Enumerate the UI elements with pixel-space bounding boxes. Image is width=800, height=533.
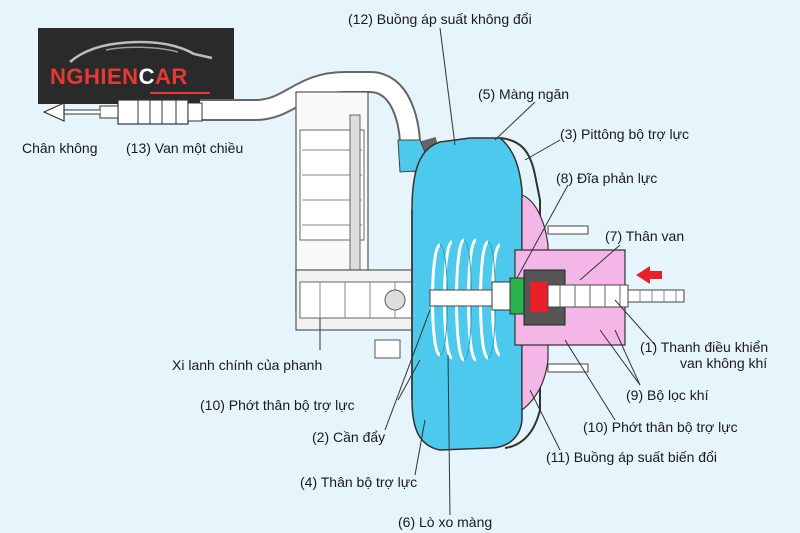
label-booster-body: (4) Thân bộ trợ lực xyxy=(300,474,417,490)
label-diaphragm-spring: (6) Lò xo màng xyxy=(398,514,492,530)
label-diaphragm: (5) Màng ngăn xyxy=(478,86,569,102)
label-reaction-disc: (8) Đĩa phản lực xyxy=(556,170,657,186)
label-vacuum: Chân không xyxy=(22,140,98,156)
label-master-cylinder: Xi lanh chính của phanh xyxy=(172,357,322,373)
label-push-rod: (2) Cần đẩy xyxy=(312,429,385,445)
label-operating-rod-2: van không khí xyxy=(680,355,767,371)
leader-lines xyxy=(319,27,656,516)
logo-text: NGHIENCAR xyxy=(50,64,188,89)
label-operating-rod: (1) Thanh điều khiển xyxy=(640,339,768,355)
valve-body xyxy=(491,269,685,326)
car-logo-icon xyxy=(69,40,213,63)
logo-underline xyxy=(150,92,210,94)
label-booster-seal-right: (10) Phớt thân bộ trợ lực xyxy=(583,419,738,435)
diaphragm-spring xyxy=(431,238,502,362)
air-inlet-arrow xyxy=(636,266,662,284)
label-booster-seal-left: (10) Phớt thân bộ trợ lực xyxy=(200,397,355,413)
label-booster-piston: (3) Pittông bộ trợ lực xyxy=(560,126,689,142)
label-constant-pressure-chamber: (12) Buồng áp suất không đổi xyxy=(348,11,532,27)
booster-body xyxy=(411,137,541,451)
variable-pressure-chamber xyxy=(514,194,626,412)
label-check-valve: (13) Van một chiều xyxy=(126,140,243,156)
logo: NGHIENCAR xyxy=(38,28,234,104)
vacuum-arrow xyxy=(42,102,100,122)
push-rod xyxy=(429,289,513,307)
mounting-studs xyxy=(547,225,589,373)
label-variable-pressure-chamber: (11) Buồng áp suất biến đổi xyxy=(546,449,717,465)
label-valve-body: (7) Thân van xyxy=(605,228,684,244)
master-cylinder xyxy=(295,91,447,359)
label-air-filter: (9) Bộ lọc khí xyxy=(626,387,709,403)
vacuum-hose xyxy=(200,71,443,176)
